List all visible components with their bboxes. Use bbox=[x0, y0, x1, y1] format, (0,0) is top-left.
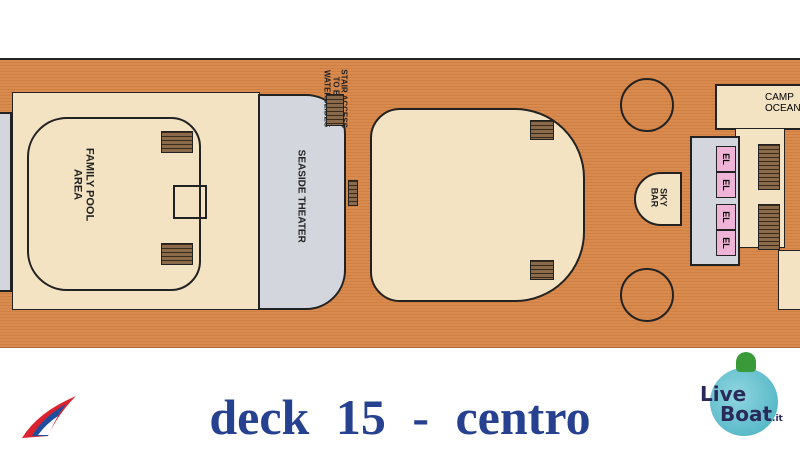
camp-ocean: CAMP OCEAN bbox=[715, 84, 800, 130]
family-pool-label: FAMILY POOL AREA bbox=[72, 147, 96, 222]
elevator: EL bbox=[716, 172, 736, 198]
elevator: EL bbox=[716, 204, 736, 230]
elevator: EL bbox=[716, 230, 736, 256]
deck-plan: FAMILY POOL AREA SEASIDE THEATER STAIR A… bbox=[0, 58, 800, 348]
seaside-theater: SEASIDE THEATER bbox=[258, 94, 346, 310]
family-pool-area: FAMILY POOL AREA bbox=[12, 92, 260, 310]
aft-area bbox=[778, 250, 800, 310]
deck-title: deck 15 - centro bbox=[209, 389, 591, 445]
liveboat-logo: Live Boat.it bbox=[696, 350, 792, 450]
elevator: EL bbox=[716, 146, 736, 172]
spiral-stair bbox=[620, 78, 674, 132]
stairs bbox=[326, 94, 344, 126]
carnival-logo bbox=[22, 396, 76, 438]
left-structure bbox=[0, 112, 12, 292]
spiral-stair bbox=[620, 268, 674, 322]
stairs bbox=[348, 180, 358, 206]
sky-bar: SKY BAR bbox=[634, 172, 682, 226]
